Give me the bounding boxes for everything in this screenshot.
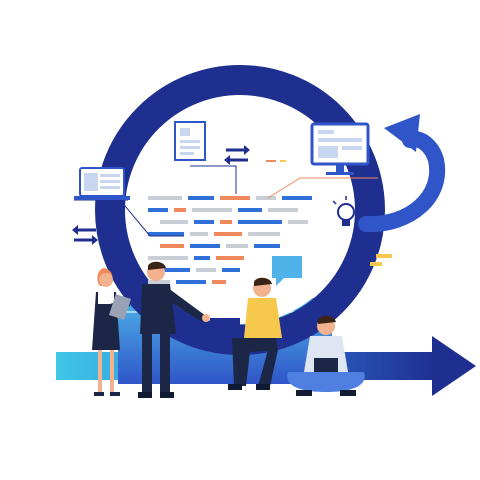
- man-sitting-with-laptop: [210, 277, 282, 390]
- swap-arrows-top-icon: [224, 145, 250, 165]
- chat-bubble-icon: [272, 256, 302, 286]
- dash-mark: [144, 146, 158, 149]
- swap-arrows-left-icon: [72, 225, 98, 245]
- monitor-top-right-icon: [310, 122, 370, 175]
- document-top-icon: [174, 121, 206, 161]
- man-cross-legged-with-laptop: [287, 315, 365, 396]
- dash-mark: [280, 160, 286, 162]
- connector-line: [267, 177, 378, 199]
- cycle-arrow-icon: [358, 114, 446, 233]
- dash-mark: [266, 160, 276, 162]
- connector-line: [119, 199, 184, 237]
- lightbulb-icon: [332, 196, 360, 226]
- connector-line: [190, 165, 237, 194]
- sticky-note-icon: [370, 254, 392, 266]
- laptop-left-icon: [74, 167, 130, 200]
- woman-with-tablet: [92, 268, 132, 396]
- man-in-suit-presenting: [138, 261, 210, 398]
- code-lines: [148, 196, 312, 284]
